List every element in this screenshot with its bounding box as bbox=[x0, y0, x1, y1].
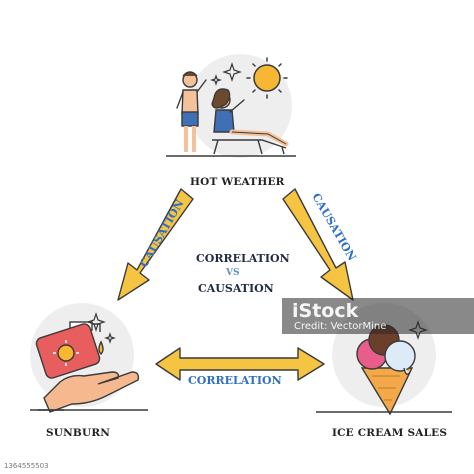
stock-image-id: 1364555503 bbox=[4, 462, 49, 470]
node-label-ice-cream-sales: ICE CREAM SALES bbox=[332, 427, 448, 439]
center-title-correlation: CORRELATION bbox=[196, 252, 290, 265]
sparkle-icon bbox=[210, 62, 242, 86]
node-label-hot-weather: HOT WEATHER bbox=[190, 176, 285, 188]
hot-weather-illustration bbox=[166, 54, 296, 158]
sunburn-illustration bbox=[30, 303, 148, 413]
correlation-arrow-bottom bbox=[155, 347, 325, 381]
arrow-label-right: CAUSATION bbox=[309, 191, 358, 263]
center-title-causation: CAUSATION bbox=[198, 282, 274, 295]
man-figure bbox=[176, 71, 207, 152]
arrow-label-bottom: CORRELATION bbox=[188, 374, 282, 387]
sun-icon bbox=[246, 57, 288, 99]
sunscreen-bottle-icon bbox=[35, 321, 104, 379]
sparkle-icon bbox=[86, 312, 116, 344]
watermark-band bbox=[282, 298, 474, 334]
watermark-credit: Credit: VectorMine bbox=[294, 321, 387, 332]
watermark-brand: iStock bbox=[292, 300, 359, 322]
node-label-sunburn: SUNBURN bbox=[46, 427, 111, 439]
center-title-vs: VS bbox=[226, 268, 240, 278]
arrow-label-left: CAUSATION bbox=[137, 197, 186, 269]
causation-arrow-left bbox=[117, 188, 194, 301]
causation-arrow-right bbox=[282, 188, 354, 301]
woman-figure bbox=[211, 88, 289, 155]
